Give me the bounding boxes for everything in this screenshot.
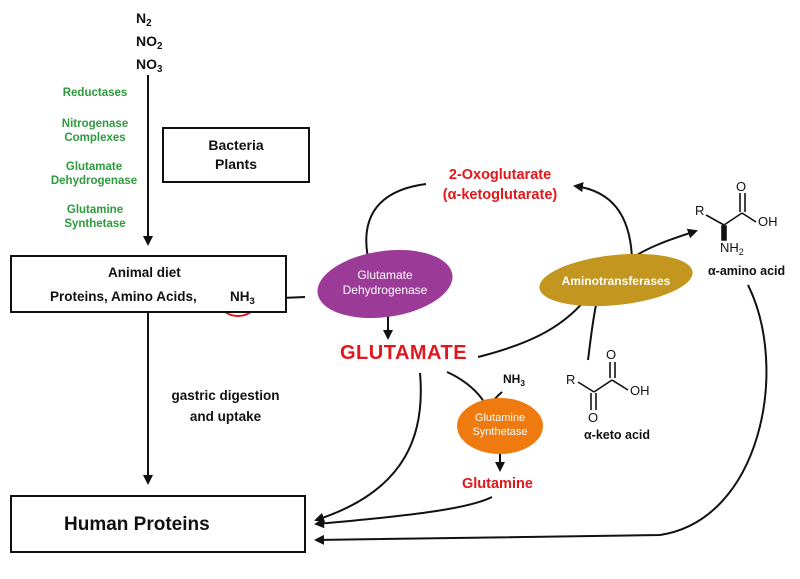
- bacteria-plants-box: Bacteria Plants: [162, 127, 310, 183]
- amino-acid-oh: OH: [758, 214, 778, 229]
- aminotransferases-label: Aminotransferases: [561, 274, 671, 288]
- keto-acid-label: α-keto acid: [584, 428, 651, 442]
- animal-diet-contents: Proteins, Amino Acids,: [50, 289, 197, 304]
- animal-diet-box: Animal diet Proteins, Amino Acids, NH3: [10, 255, 287, 313]
- nh3-label: NH3: [230, 289, 255, 307]
- oxoglutarate-label: 2-Oxoglutarate (α-ketoglutarate): [442, 167, 558, 203]
- glutamine-synthetase-ellipse: [457, 398, 543, 454]
- no2-label: NO2: [136, 33, 163, 52]
- ketoacid-aminotransferase-line: [587, 304, 597, 361]
- glutamate-label: GLUTAMATE: [340, 342, 468, 364]
- amino-acid-r: R: [695, 203, 705, 218]
- glutamine-to-proteins-arrow: [314, 496, 493, 529]
- human-proteins-label: Human Proteins: [64, 514, 210, 535]
- glutamine-synthetase-label: Glutamine Synthetase: [472, 412, 528, 438]
- keto-acid-r: R: [566, 372, 576, 387]
- keto-acid-o-top: O: [606, 347, 617, 362]
- animal-diet-title: Animal diet: [108, 265, 181, 280]
- glutamate-aminotransferase-line: [477, 299, 586, 358]
- amino-acid-nh2: NH2: [720, 240, 744, 257]
- aminotransferases-ellipse: [539, 253, 693, 307]
- glutamate-gs-line: [446, 371, 485, 403]
- glutamate-dehydrogenase-label: Glutamate Dehydrogenase: [342, 268, 428, 297]
- keto-acid-o-bottom: O: [588, 410, 599, 425]
- nh3-gs-label: NH3: [503, 372, 526, 388]
- glutamate-dehydrogenase-ellipse: [317, 249, 453, 319]
- amino-acid-structure: [705, 193, 757, 241]
- n2-label: N2: [136, 10, 152, 29]
- gdh-oxoglutarate-line: [365, 183, 427, 259]
- no3-label: NO3: [136, 56, 163, 75]
- amino-acid-label: α-amino acid: [708, 264, 786, 278]
- amino-acid-o: O: [736, 179, 747, 194]
- gastric-digestion-label: gastric digestion and uptake: [171, 388, 280, 424]
- aminoacid-to-proteins-arrow: [314, 284, 768, 545]
- human-proteins-box: Human Proteins: [10, 495, 306, 553]
- glutamate-to-proteins-arrow: [314, 372, 422, 523]
- enzyme-reductases: Reductases: [62, 87, 128, 99]
- aminotransferase-oxoglutarate-arrow: [573, 182, 633, 259]
- keto-acid-oh: OH: [630, 383, 650, 398]
- glutamine-label: Glutamine: [462, 476, 533, 492]
- keto-acid-structure: [577, 362, 629, 410]
